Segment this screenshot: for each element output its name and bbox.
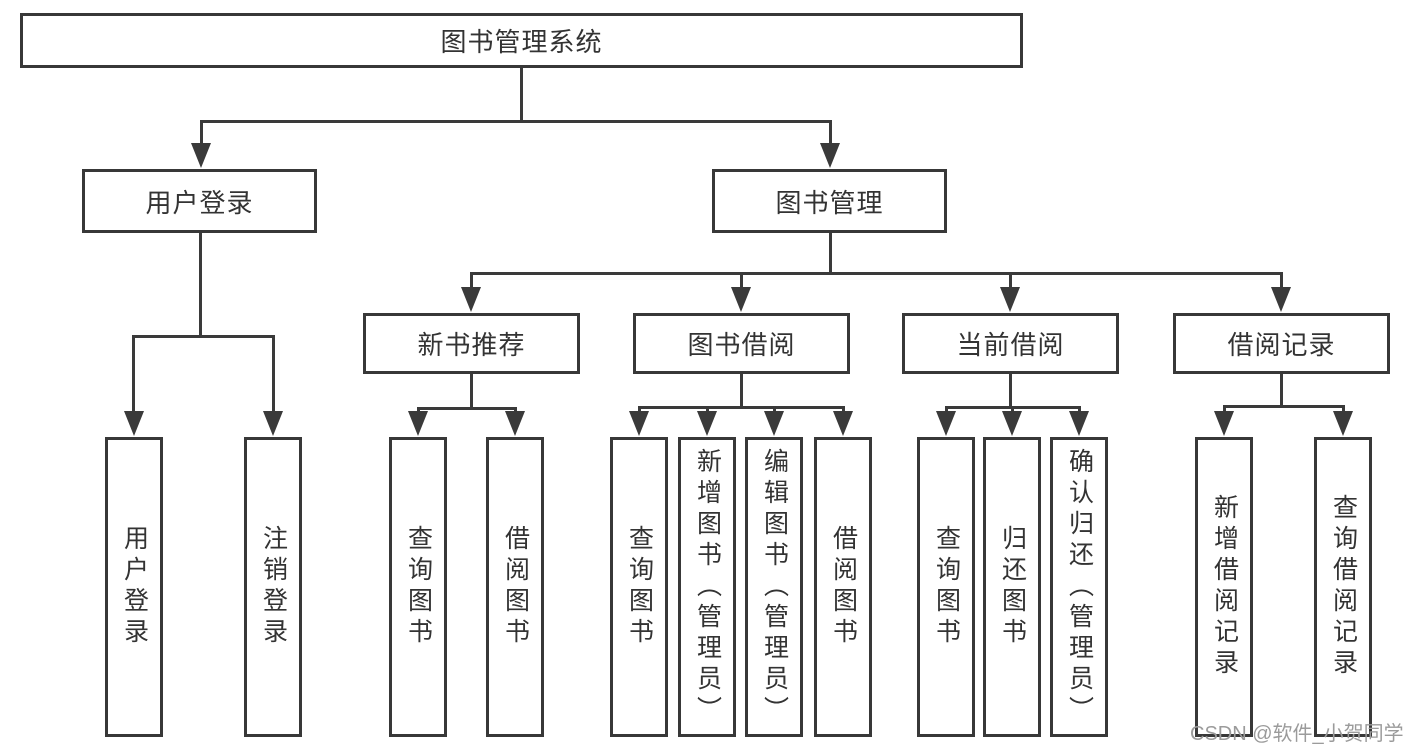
leaf-add-borrow-record: 新增借阅记录 xyxy=(1195,437,1253,737)
arrow-down-icon xyxy=(1271,287,1291,312)
leaf-label: 查询图书 xyxy=(625,525,654,649)
connector-line xyxy=(470,374,473,407)
connector-line xyxy=(842,406,845,413)
connector-line xyxy=(638,406,845,409)
leaf-add-books-admin: 新增图书（管理员） xyxy=(678,437,736,737)
leaf-confirm-return-admin: 确认归还（管理员） xyxy=(1050,437,1108,737)
node-label: 用户登录 xyxy=(145,187,254,218)
connector-line xyxy=(1009,272,1012,289)
connector-line xyxy=(1009,374,1012,406)
leaf-query-borrow-record: 查询借阅记录 xyxy=(1314,437,1372,737)
arrow-down-icon xyxy=(833,411,853,436)
connector-line xyxy=(200,120,203,146)
connector-line xyxy=(1223,405,1226,413)
node-label: 新书推荐 xyxy=(417,330,526,360)
connector-line xyxy=(514,407,517,413)
connector-line xyxy=(417,407,420,413)
connector-line xyxy=(706,406,709,413)
node-label: 借阅记录 xyxy=(1227,330,1336,360)
leaf-label: 用户登录 xyxy=(120,525,149,649)
connector-line xyxy=(773,406,776,413)
leaf-label: 借阅图书 xyxy=(829,525,858,649)
leaf-query-books-borrowing: 查询图书 xyxy=(610,437,668,737)
connector-line xyxy=(470,272,1283,275)
arrow-down-icon xyxy=(820,143,840,168)
arrow-down-icon xyxy=(191,143,211,168)
arrow-down-icon xyxy=(697,411,717,436)
connector-line xyxy=(520,68,523,120)
arrow-down-icon xyxy=(1000,287,1020,312)
leaf-borrow-books: 借阅图书 xyxy=(814,437,872,737)
connector-line xyxy=(1342,405,1345,413)
node-user-login: 用户登录 xyxy=(82,169,317,233)
leaf-query-books-current: 查询图书 xyxy=(917,437,975,737)
leaf-edit-books-admin: 编辑图书（管理员） xyxy=(745,437,803,737)
node-library-management-system: 图书管理系统 xyxy=(20,13,1023,68)
connector-line xyxy=(945,406,948,413)
connector-line xyxy=(132,335,135,411)
connector-line xyxy=(470,272,473,289)
node-label: 图书管理 xyxy=(775,187,884,218)
leaf-query-books-recommend: 查询图书 xyxy=(389,437,447,737)
leaf-label: 确认归还（管理员） xyxy=(1065,447,1094,727)
connector-line xyxy=(829,233,832,272)
arrow-down-icon xyxy=(629,411,649,436)
connector-line xyxy=(829,120,832,146)
arrow-down-icon xyxy=(1214,411,1234,436)
leaf-borrow-books-recommend: 借阅图书 xyxy=(486,437,544,737)
connector-line xyxy=(272,335,275,411)
connector-line xyxy=(200,120,832,123)
connector-line xyxy=(1280,374,1283,405)
connector-line xyxy=(417,407,517,410)
connector-line xyxy=(1011,406,1014,413)
arrow-down-icon xyxy=(731,287,751,312)
arrow-down-icon xyxy=(1002,411,1022,436)
node-borrowing-records: 借阅记录 xyxy=(1173,313,1390,374)
leaf-label: 查询借阅记录 xyxy=(1329,494,1358,680)
connector-line xyxy=(1223,405,1345,408)
node-current-borrowing: 当前借阅 xyxy=(902,313,1119,374)
arrow-down-icon xyxy=(764,411,784,436)
arrow-down-icon xyxy=(124,411,144,436)
connector-line xyxy=(1078,406,1081,413)
arrow-down-icon xyxy=(936,411,956,436)
connector-line xyxy=(199,233,202,335)
arrow-down-icon xyxy=(1333,411,1353,436)
arrow-down-icon xyxy=(408,411,428,436)
leaf-user-login: 用户登录 xyxy=(105,437,163,737)
arrow-down-icon xyxy=(461,287,481,312)
node-label: 图书借阅 xyxy=(687,330,796,360)
leaf-label: 查询图书 xyxy=(932,525,961,649)
leaf-label: 归还图书 xyxy=(998,525,1027,649)
connector-line xyxy=(1280,272,1283,289)
leaf-logout: 注销登录 xyxy=(244,437,302,737)
node-book-borrowing: 图书借阅 xyxy=(633,313,850,374)
node-book-management: 图书管理 xyxy=(712,169,947,233)
leaf-label: 新增借阅记录 xyxy=(1210,494,1239,680)
arrow-down-icon xyxy=(263,411,283,436)
leaf-return-books: 归还图书 xyxy=(983,437,1041,737)
connector-line xyxy=(740,374,743,406)
leaf-label: 查询图书 xyxy=(404,525,433,649)
connector-line xyxy=(740,272,743,289)
arrow-down-icon xyxy=(1069,411,1089,436)
leaf-label: 编辑图书（管理员） xyxy=(760,447,789,727)
arrow-down-icon xyxy=(505,411,525,436)
watermark: CSDN @软件_小贺同学 xyxy=(1190,723,1404,745)
leaf-label: 借阅图书 xyxy=(501,525,530,649)
node-new-book-recommendation: 新书推荐 xyxy=(363,313,580,374)
node-label: 当前借阅 xyxy=(956,330,1065,360)
connector-line xyxy=(132,335,275,338)
leaf-label: 新增图书（管理员） xyxy=(693,447,722,727)
leaf-label: 注销登录 xyxy=(259,525,288,649)
connector-line xyxy=(638,406,641,413)
node-label: 图书管理系统 xyxy=(440,27,603,57)
